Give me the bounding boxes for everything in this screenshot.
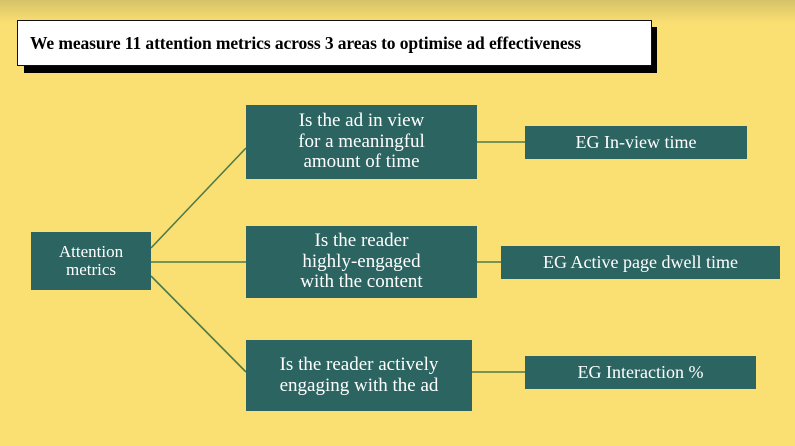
node-example-interaction-percent[interactable]: EG Interaction %	[525, 356, 756, 389]
connector-root-to-q1	[150, 147, 247, 249]
node-question-in-view[interactable]: Is the ad in view for a meaningful amoun…	[246, 105, 477, 179]
node-question-in-view-label: Is the ad in view for a meaningful amoun…	[298, 110, 425, 173]
node-example-in-view-time-label: EG In-view time	[575, 131, 697, 152]
node-question-interacting[interactable]: Is the reader actively engaging with the…	[246, 340, 472, 411]
node-attention-metrics-label: Attention metrics	[58, 241, 124, 279]
node-example-in-view-time[interactable]: EG In-view time	[525, 126, 747, 159]
node-example-interaction-percent-label: EG Interaction %	[577, 361, 704, 382]
page-title: We measure 11 attention metrics across 3…	[30, 32, 581, 53]
node-attention-metrics[interactable]: Attention metrics	[31, 232, 151, 290]
node-example-active-page-dwell-time-label: EG Active page dwell time	[543, 251, 738, 272]
connector-root-to-q3	[150, 275, 247, 373]
node-question-interacting-label: Is the reader actively engaging with the…	[279, 353, 439, 396]
node-example-active-page-dwell-time[interactable]: EG Active page dwell time	[501, 246, 780, 279]
node-question-engaged-label: Is the reader highly-engaged with the co…	[300, 230, 423, 293]
page-title-box: We measure 11 attention metrics across 3…	[17, 20, 652, 66]
node-question-engaged[interactable]: Is the reader highly-engaged with the co…	[246, 226, 477, 298]
